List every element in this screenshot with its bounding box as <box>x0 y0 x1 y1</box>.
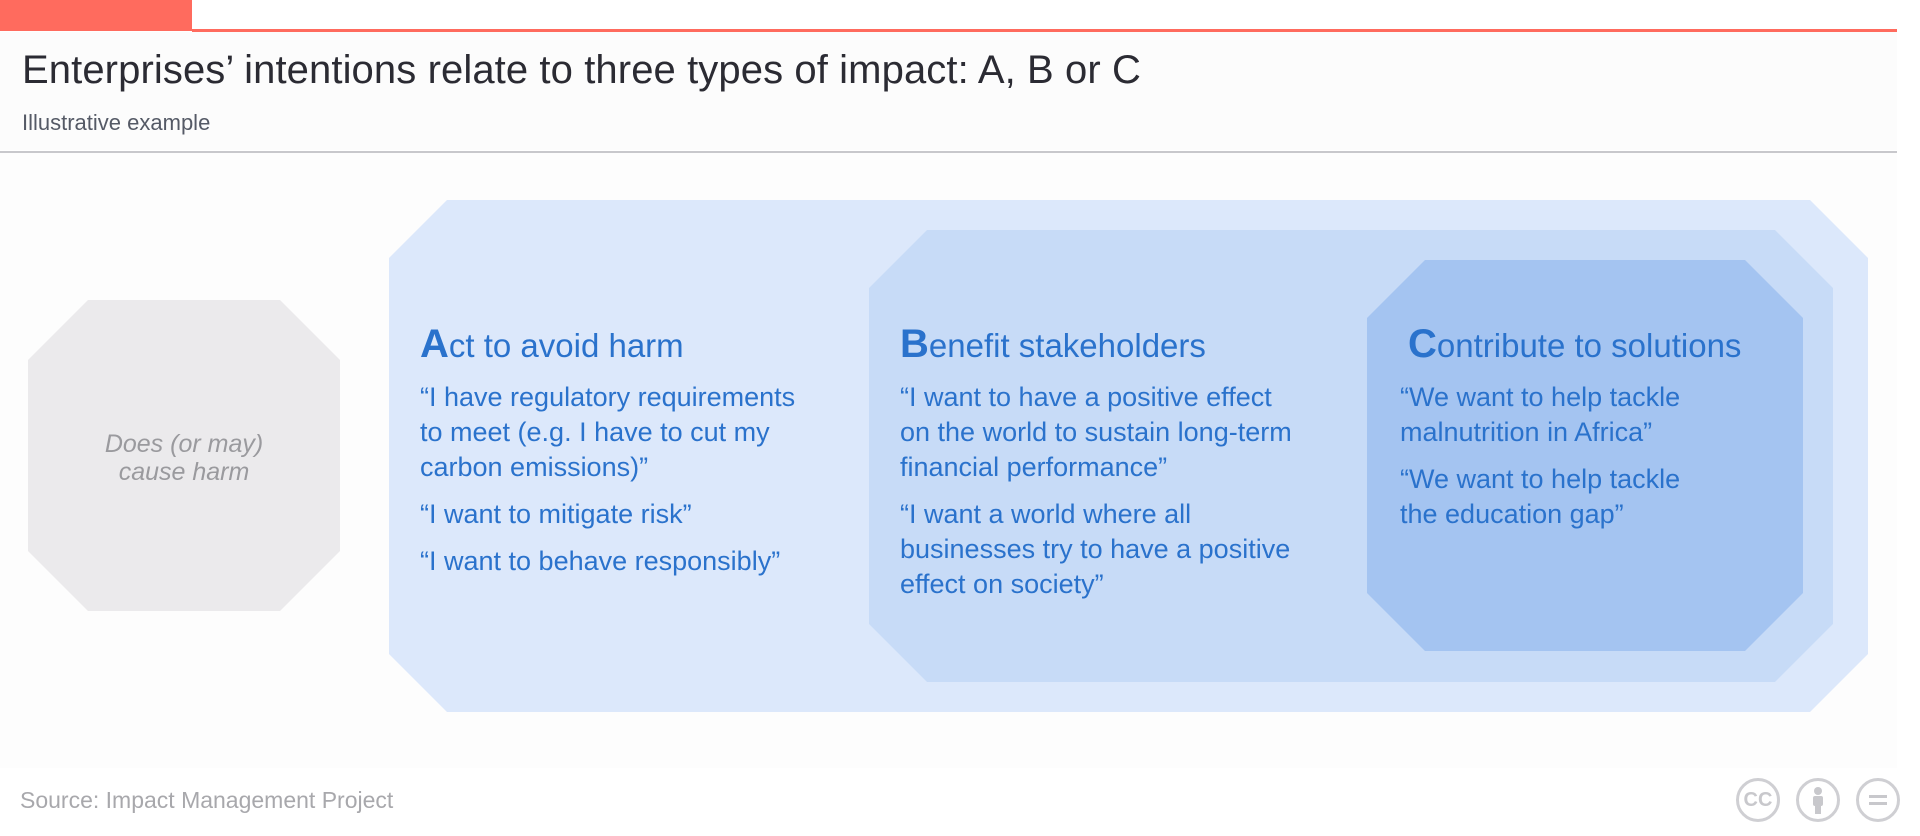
impact-c-quote: “We want to help tackle malnutrition in … <box>1400 382 1681 447</box>
impact-a-quote: “I want to behave responsibly” <box>420 546 781 576</box>
harm-label-line-2: cause harm <box>118 458 250 486</box>
impact-b-initial: B <box>900 322 929 366</box>
impact-a-initial: A <box>420 322 449 366</box>
source-note: Source: Impact Management Project <box>20 787 394 813</box>
impact-c-quote: “We want to help tackle the education ga… <box>1400 464 1681 529</box>
top-accent-bar <box>0 0 192 31</box>
no-derivatives-icon[interactable] <box>1856 778 1900 822</box>
impact-b-column: Benefit stakeholders “I want to have a p… <box>900 324 1340 614</box>
impact-a-column: Act to avoid harm “I have regulatory req… <box>420 324 850 591</box>
impact-b-quote: “I want to have a positive effect on the… <box>900 382 1292 482</box>
top-accent-line <box>192 29 1897 32</box>
page-subtitle: Illustrative example <box>22 110 211 135</box>
impact-c-heading: Contribute to solutions <box>1408 324 1790 366</box>
impact-c-initial: C <box>1408 322 1437 366</box>
footer <box>0 768 1920 836</box>
impact-c-octagon <box>1367 260 1803 651</box>
no-derivatives-glyph <box>1869 795 1887 805</box>
impact-c-column: Contribute to solutions “We want to help… <box>1400 324 1790 544</box>
harm-octagon <box>28 300 340 611</box>
creative-commons-label: CC <box>1743 789 1773 811</box>
header-divider <box>0 151 1897 153</box>
attribution-glyph <box>1813 787 1823 814</box>
impact-c-heading-rest: ontribute to solutions <box>1436 327 1742 364</box>
impact-a-heading-rest: ct to avoid harm <box>448 327 684 364</box>
impact-a-quote: “I want to mitigate risk” <box>420 499 692 529</box>
impact-b-quote: “I want a world where all businesses try… <box>900 499 1291 599</box>
page-title: Enterprises’ intentions relate to three … <box>22 48 1141 92</box>
impact-a-heading: Act to avoid harm <box>420 324 850 366</box>
impact-a-quote: “I have regulatory requirements to meet … <box>420 382 796 482</box>
harm-label-line-1: Does (or may) <box>104 430 264 458</box>
header <box>0 32 1897 150</box>
attribution-icon[interactable] <box>1796 778 1840 822</box>
harm-label: Does (or may) cause harm <box>28 430 340 486</box>
impact-b-heading-rest: enefit stakeholders <box>928 327 1206 364</box>
impact-b-heading: Benefit stakeholders <box>900 324 1340 366</box>
creative-commons-icon[interactable]: CC <box>1736 778 1780 822</box>
